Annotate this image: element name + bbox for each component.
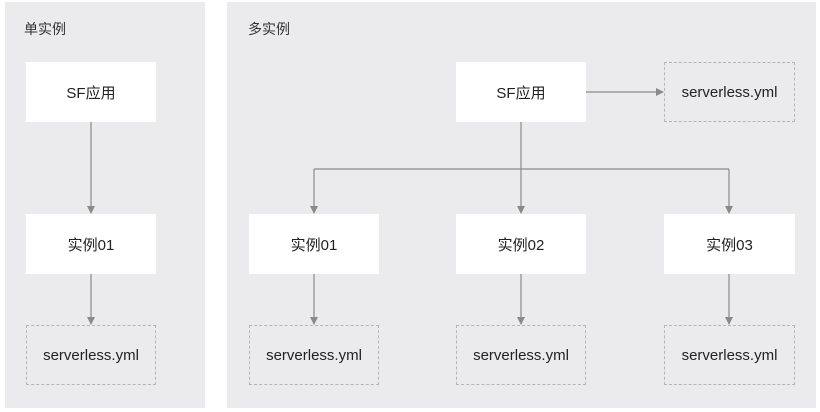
- instance-config-node-03: serverless.yml: [664, 325, 795, 385]
- single-app-node: SF应用: [26, 62, 156, 122]
- multi-app-node: SF应用: [456, 62, 586, 122]
- instance-node-01: 实例01: [249, 214, 379, 274]
- instance-config-node-02: serverless.yml: [456, 325, 586, 385]
- instance-node-02: 实例02: [456, 214, 586, 274]
- single-instance-node: 实例01: [26, 214, 156, 274]
- multi-instance-title: 多实例: [248, 21, 290, 37]
- single-instance-title: 单实例: [24, 21, 66, 37]
- instance-config-node-01: serverless.yml: [249, 325, 379, 385]
- instance-node-03: 实例03: [664, 214, 795, 274]
- multi-app-config-node: serverless.yml: [664, 62, 795, 122]
- single-config-node: serverless.yml: [26, 325, 156, 385]
